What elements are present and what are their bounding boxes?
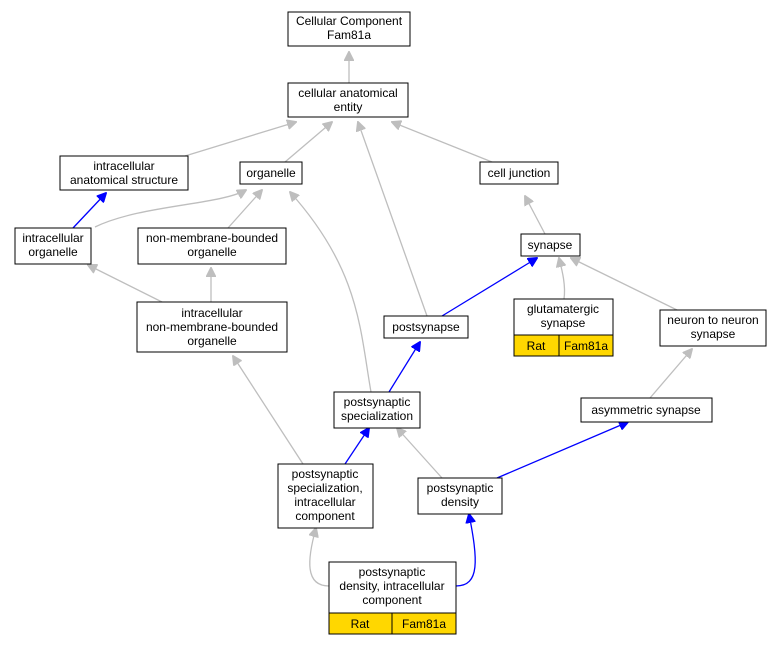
edge-psdic-pssic	[310, 528, 330, 587]
edge-inmbo-intraorg	[88, 265, 163, 303]
edges	[72, 52, 692, 587]
edge-pssic-inmbo	[233, 356, 304, 465]
svg-text:Rat: Rat	[351, 617, 370, 631]
svg-text:Fam81a: Fam81a	[402, 617, 446, 631]
edge-nmbo-organelle	[227, 190, 262, 229]
node-synapse[interactable]: synapse	[520, 233, 581, 257]
edge-asym-n2n	[649, 349, 692, 399]
edge-glut-synapse	[559, 258, 565, 300]
edge-synapse-celljunction	[525, 196, 546, 235]
edge-pss-postsynapse	[388, 342, 420, 393]
edge-psd-asym	[496, 422, 628, 479]
node-asymmetric-synapse[interactable]: asymmetric synapse	[580, 397, 713, 423]
svg-text:cell junction: cell junction	[488, 166, 551, 180]
edge-pssic-pss	[344, 428, 369, 465]
edge-psd-pss	[397, 428, 443, 479]
annotation-gene	[391, 612, 457, 635]
node-postsynapse[interactable]: postsynapse	[383, 315, 469, 339]
svg-text:synapse: synapse	[528, 238, 573, 252]
edge-psdic-psd	[455, 514, 476, 587]
svg-text:asymmetric synapse: asymmetric synapse	[591, 403, 701, 417]
edge-pss-organelle	[290, 192, 372, 393]
edge-n2n-synapse	[571, 258, 678, 311]
node-cell-junction[interactable]: cell junction	[479, 161, 559, 185]
edge-postsynapse-cae	[358, 122, 428, 317]
svg-text:Fam81a: Fam81a	[564, 339, 608, 353]
edge-ias-cae	[184, 122, 296, 157]
edge-intraorg-organelle	[94, 190, 246, 228]
edge-organelle-cae	[284, 122, 332, 163]
svg-text:postsynapse: postsynapse	[392, 320, 460, 334]
svg-text:organelle: organelle	[246, 166, 296, 180]
svg-text:Rat: Rat	[527, 339, 546, 353]
edge-intraorg-ias	[72, 193, 106, 229]
annotation-gene	[558, 334, 614, 357]
edge-postsynapse-synapse	[441, 258, 537, 317]
edge-celljunction-cae	[392, 122, 493, 163]
node-organelle[interactable]: organelle	[239, 161, 303, 185]
